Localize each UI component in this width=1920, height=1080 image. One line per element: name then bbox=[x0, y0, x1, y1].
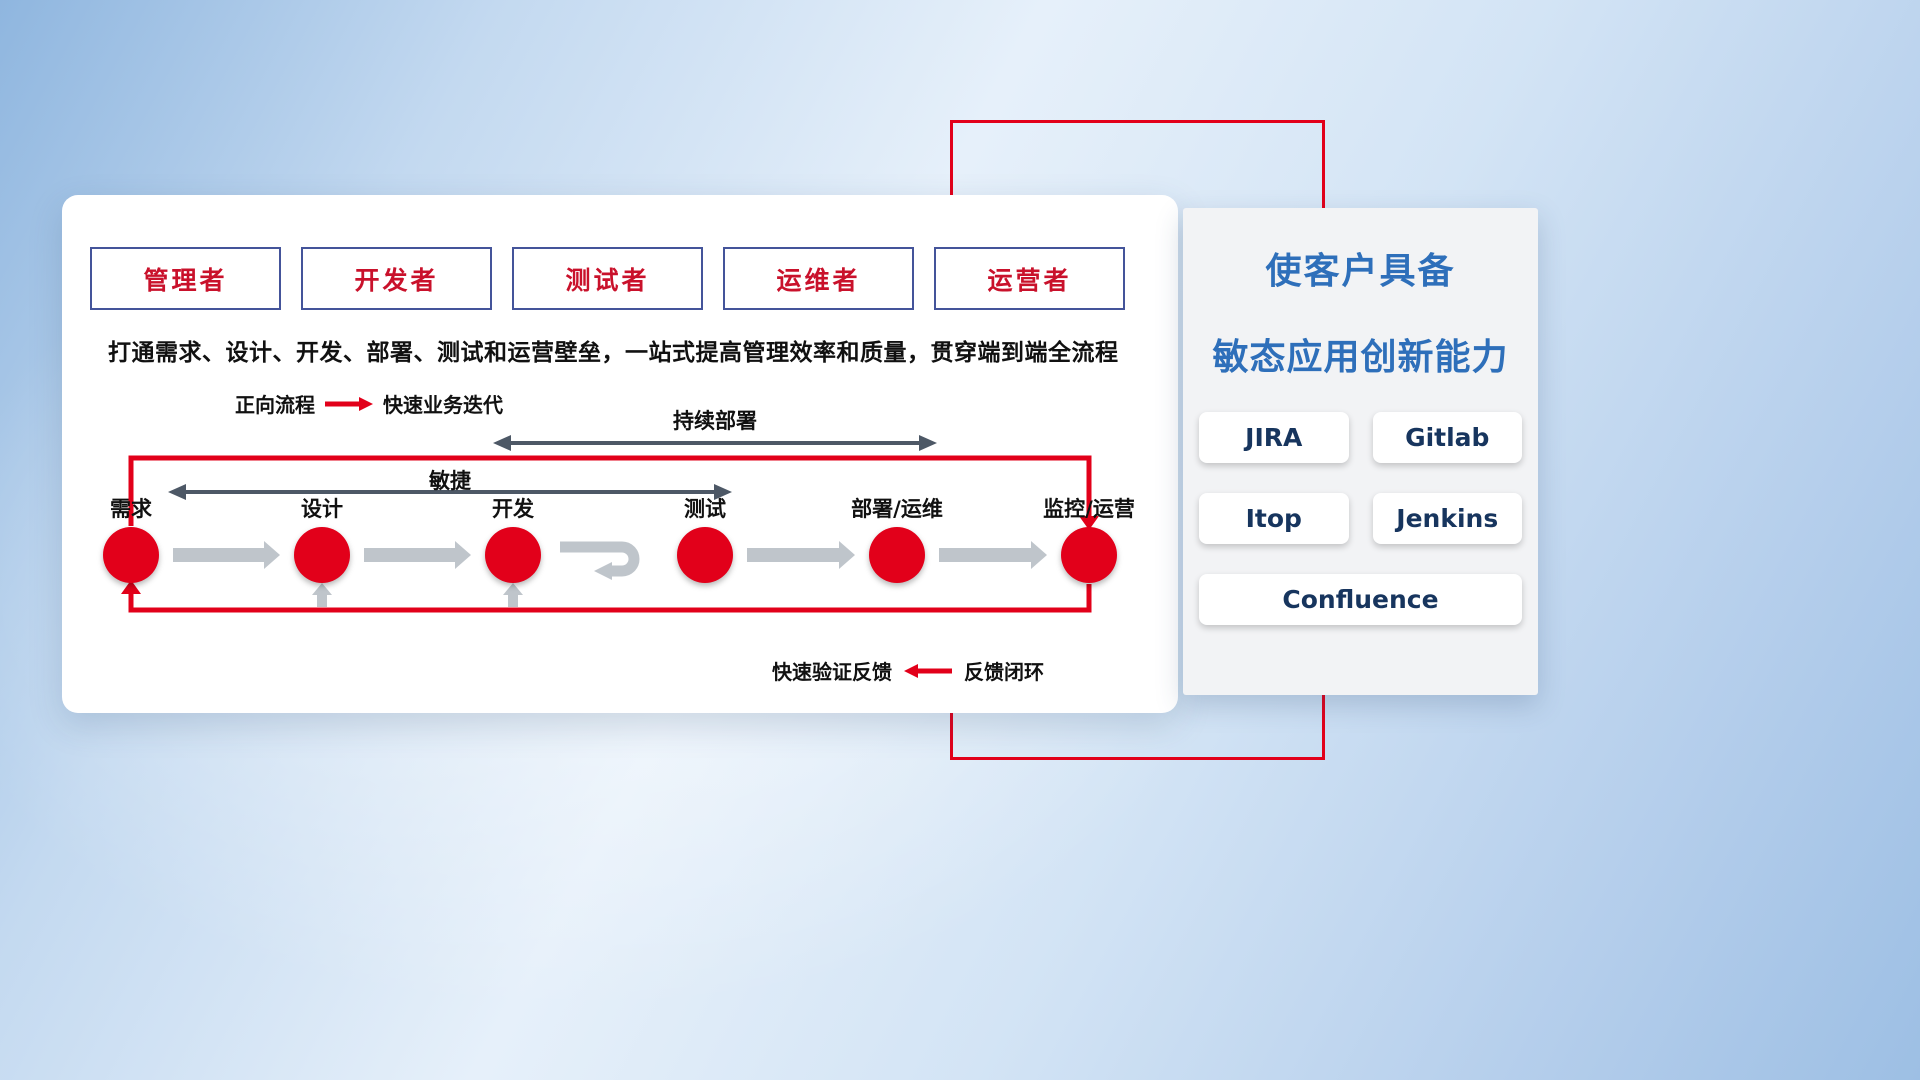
stage-circle-development bbox=[485, 527, 541, 583]
stage-circle-deploy-ops bbox=[869, 527, 925, 583]
role-label: 运营者 bbox=[987, 265, 1072, 295]
feedback-legend: 快速验证反馈 反馈闭环 bbox=[772, 656, 1044, 685]
role-box-ops: 运维者 bbox=[723, 247, 914, 310]
cd-right-arrowhead-icon bbox=[919, 435, 937, 451]
tool-gitlab: Gitlab bbox=[1372, 412, 1522, 463]
stage-label-design: 设计 bbox=[301, 497, 343, 521]
feedback-up-arrow-icon bbox=[312, 583, 332, 607]
process-description: 打通需求、设计、开发、部署、测试和运营壁垒，一站式提高管理效率和质量，贯穿端到端… bbox=[108, 340, 1119, 366]
continuous-deploy-label: 持续部署 bbox=[673, 409, 757, 433]
agile-right-arrowhead-icon bbox=[714, 484, 732, 500]
panel-title: 使客户具备 敏态应用创新能力 bbox=[1183, 242, 1538, 380]
forward-loop-arrowhead-icon bbox=[1079, 516, 1099, 530]
capability-panel: 使客户具备 敏态应用创新能力 JIRA Gitlab Itop Jenkins … bbox=[1183, 208, 1538, 695]
panel-title-line1: 使客户具备 bbox=[1265, 251, 1456, 292]
tool-confluence: Confluence bbox=[1199, 574, 1522, 625]
flow-arrow-icon bbox=[747, 541, 855, 569]
feedback-loop-line bbox=[128, 584, 1092, 613]
feedback-up-arrow-icon bbox=[503, 583, 523, 607]
roles-row: 管理者 开发者 测试者 运维者 运营者 bbox=[90, 247, 1125, 310]
cd-left-arrowhead-icon bbox=[493, 435, 511, 451]
forward-flow-label: 正向流程 bbox=[235, 393, 315, 417]
process-card: 管理者 开发者 测试者 运维者 运营者 打通需求、设计、开发、部署、测试和运营壁… bbox=[62, 195, 1178, 713]
iteration-loop-arrowhead-icon bbox=[594, 562, 612, 580]
flow-arrow-icon bbox=[939, 541, 1047, 569]
fast-verify-feedback-label: 快速验证反馈 bbox=[772, 660, 892, 684]
stage-label-testing: 测试 bbox=[684, 497, 726, 521]
stage-label-monitor-operate: 监控/运营 bbox=[1043, 497, 1135, 521]
stage-circle-design bbox=[294, 527, 350, 583]
tools-grid: JIRA Gitlab Itop Jenkins Confluence bbox=[1199, 412, 1522, 625]
stage-circle-requirements bbox=[103, 527, 159, 583]
stage-circle-testing bbox=[677, 527, 733, 583]
stage-label-deploy-ops: 部署/运维 bbox=[851, 497, 943, 521]
tool-jenkins: Jenkins bbox=[1372, 493, 1522, 544]
iteration-loop-arrow-icon bbox=[560, 541, 640, 577]
tool-itop: Itop bbox=[1199, 493, 1349, 544]
red-right-arrow-icon bbox=[325, 396, 373, 411]
role-box-developer: 开发者 bbox=[301, 247, 492, 310]
role-box-tester: 测试者 bbox=[512, 247, 703, 310]
fast-iteration-label: 快速业务迭代 bbox=[383, 393, 503, 417]
role-label: 测试者 bbox=[565, 265, 650, 295]
red-left-arrow-icon bbox=[904, 663, 952, 678]
forward-loop-line bbox=[128, 455, 1092, 526]
flow-arrow-icon bbox=[173, 541, 280, 569]
agile-left-arrowhead-icon bbox=[168, 484, 186, 500]
feedback-loop-arrowhead-icon bbox=[121, 580, 141, 594]
role-label: 开发者 bbox=[354, 265, 439, 295]
panel-title-line2: 敏态应用创新能力 bbox=[1212, 337, 1509, 378]
role-label: 管理者 bbox=[143, 265, 228, 295]
stage-label-requirements: 需求 bbox=[110, 497, 152, 521]
role-label: 运维者 bbox=[776, 265, 861, 295]
role-box-operator: 运营者 bbox=[934, 247, 1125, 310]
flow-arrow-icon bbox=[364, 541, 471, 569]
role-box-manager: 管理者 bbox=[90, 247, 281, 310]
tool-jira: JIRA bbox=[1199, 412, 1349, 463]
flow-diagram bbox=[103, 435, 1117, 613]
agile-label: 敏捷 bbox=[429, 469, 471, 493]
feedback-loop-label: 反馈闭环 bbox=[964, 660, 1044, 684]
forward-flow-legend: 正向流程 快速业务迭代 bbox=[235, 389, 503, 418]
stage-circle-monitor-operate bbox=[1061, 527, 1117, 583]
stage-label-development: 开发 bbox=[492, 497, 534, 521]
